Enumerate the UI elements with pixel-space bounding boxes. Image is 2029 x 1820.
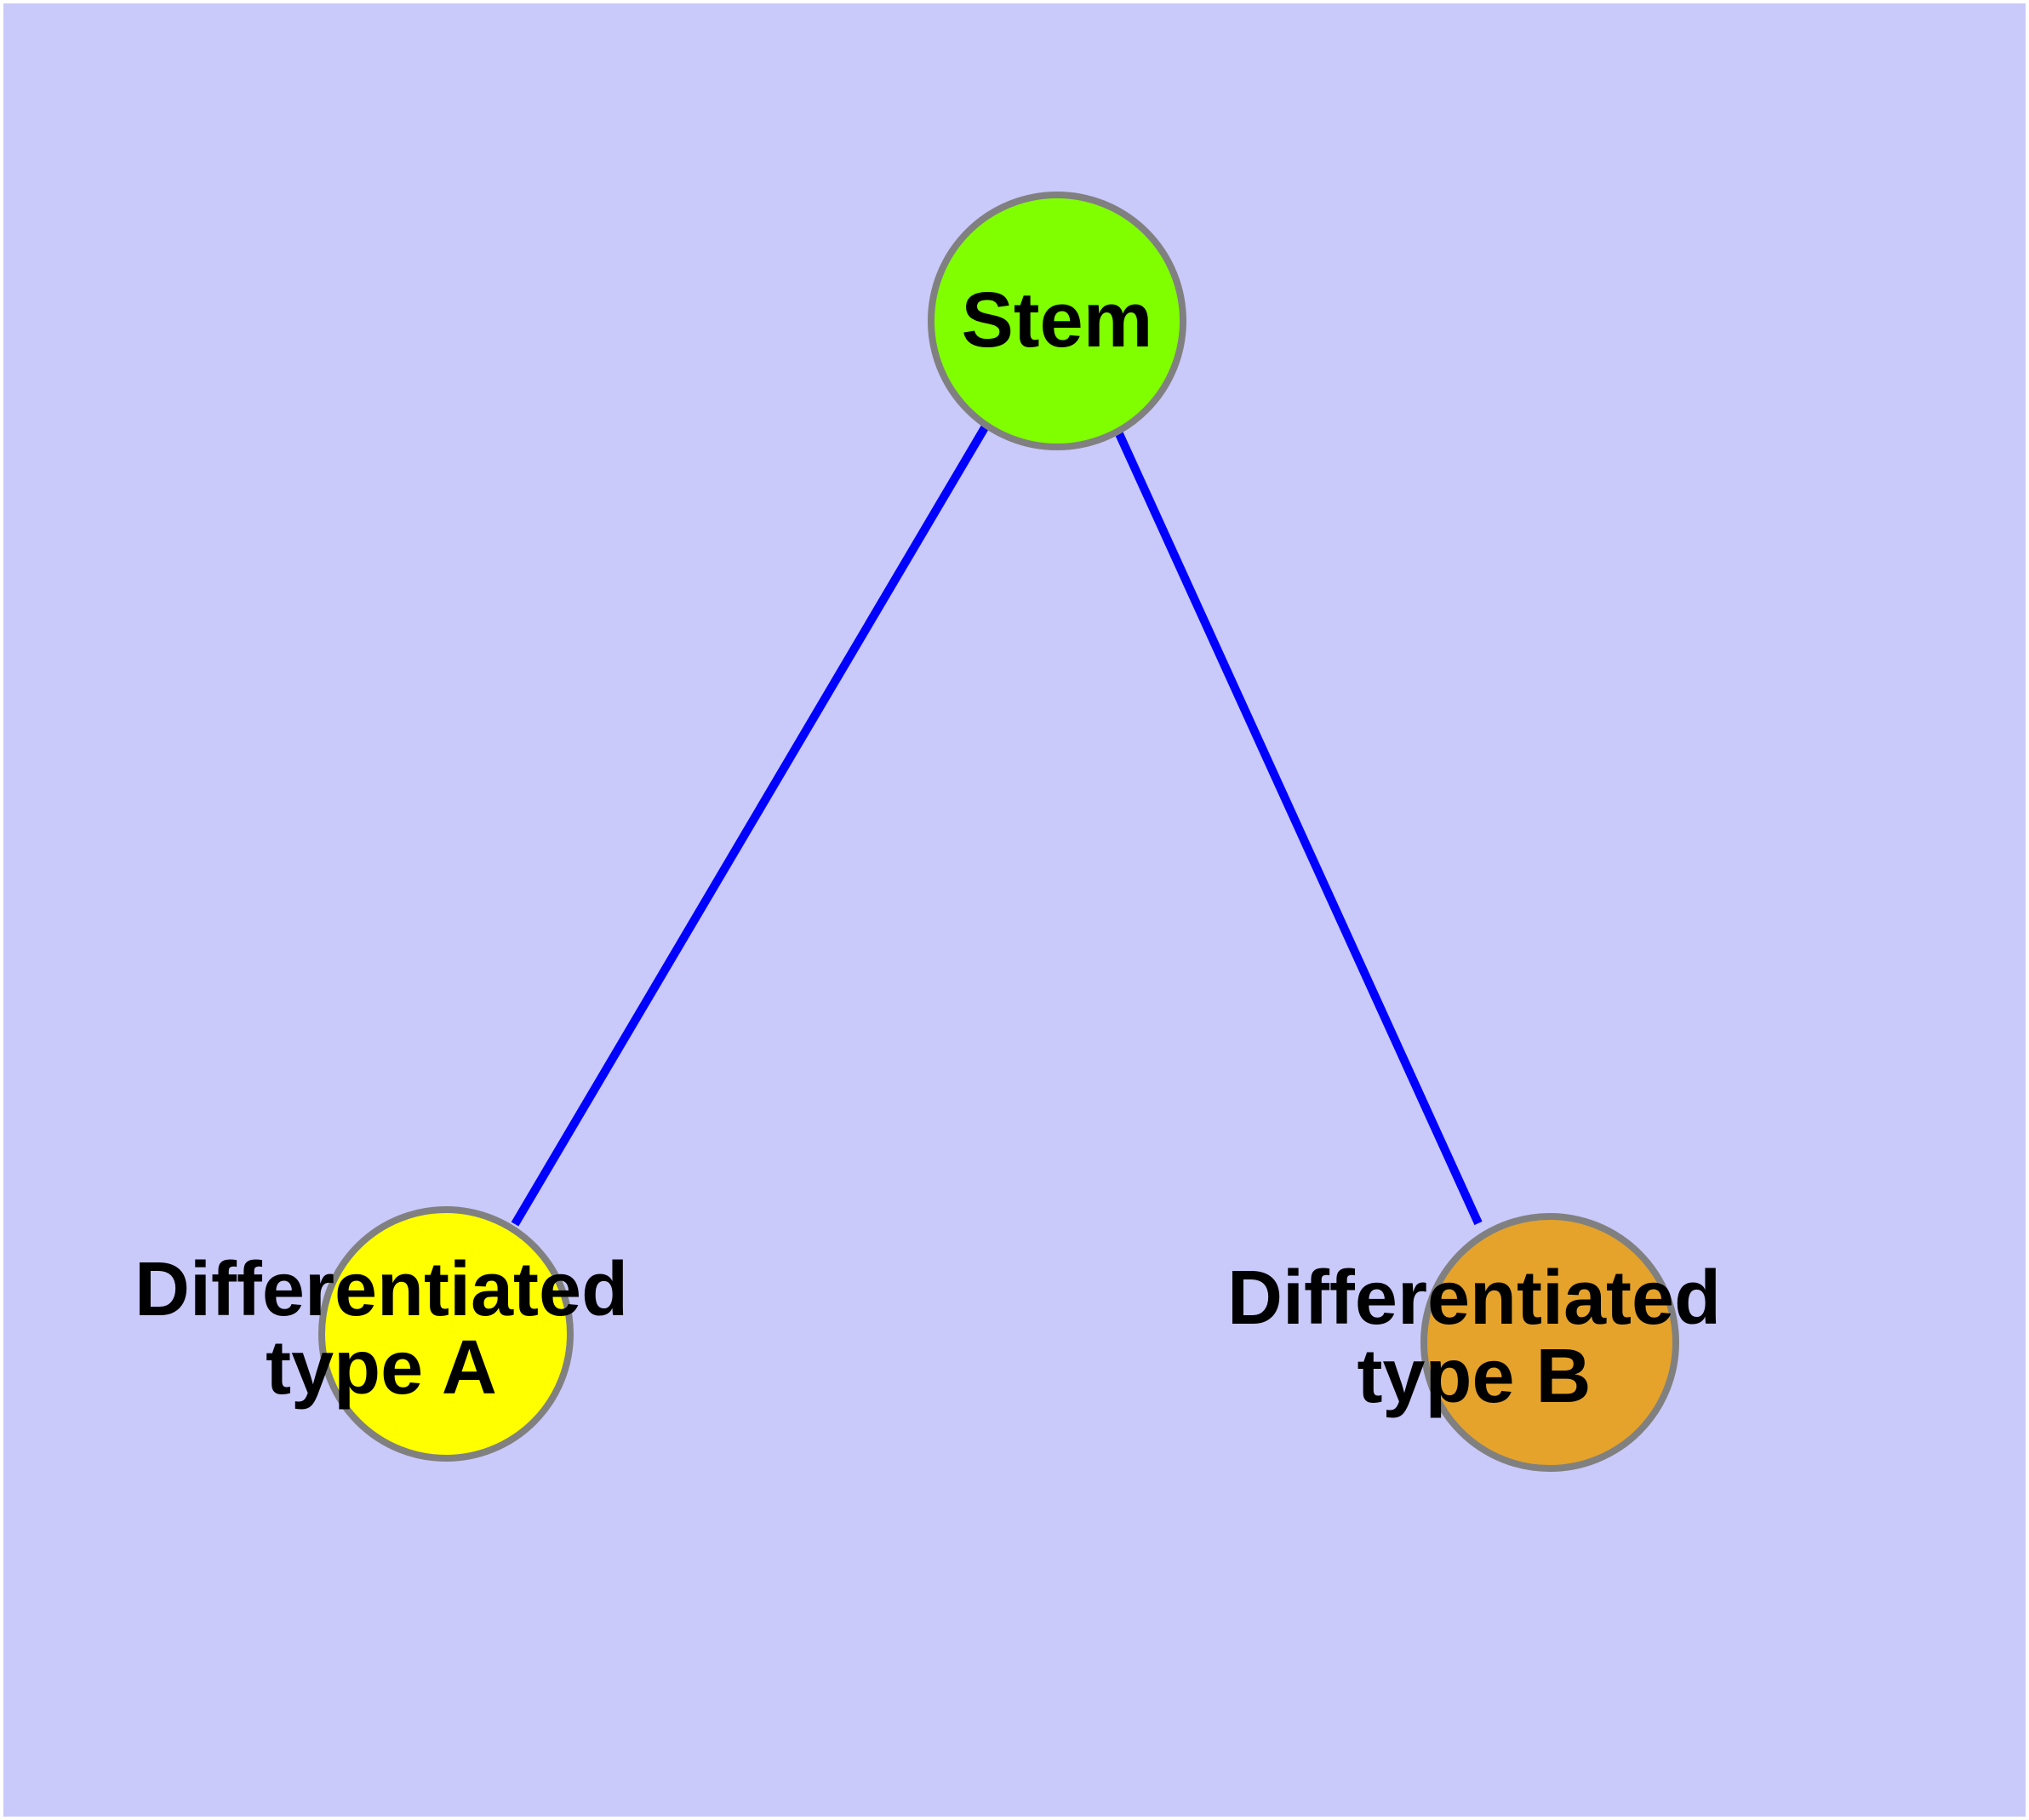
edge-layer [511, 422, 1483, 1227]
graph-svg [318, 192, 1679, 1472]
graph-edge-stem-diff_a [511, 422, 991, 1227]
node-layer [318, 192, 1679, 1472]
graph-node-diff_a[interactable] [318, 1206, 574, 1462]
graph-edge-stem-diff_b [1112, 426, 1483, 1226]
graph-node-diff_b[interactable] [1420, 1213, 1679, 1472]
graph-node-stem[interactable] [928, 192, 1186, 450]
